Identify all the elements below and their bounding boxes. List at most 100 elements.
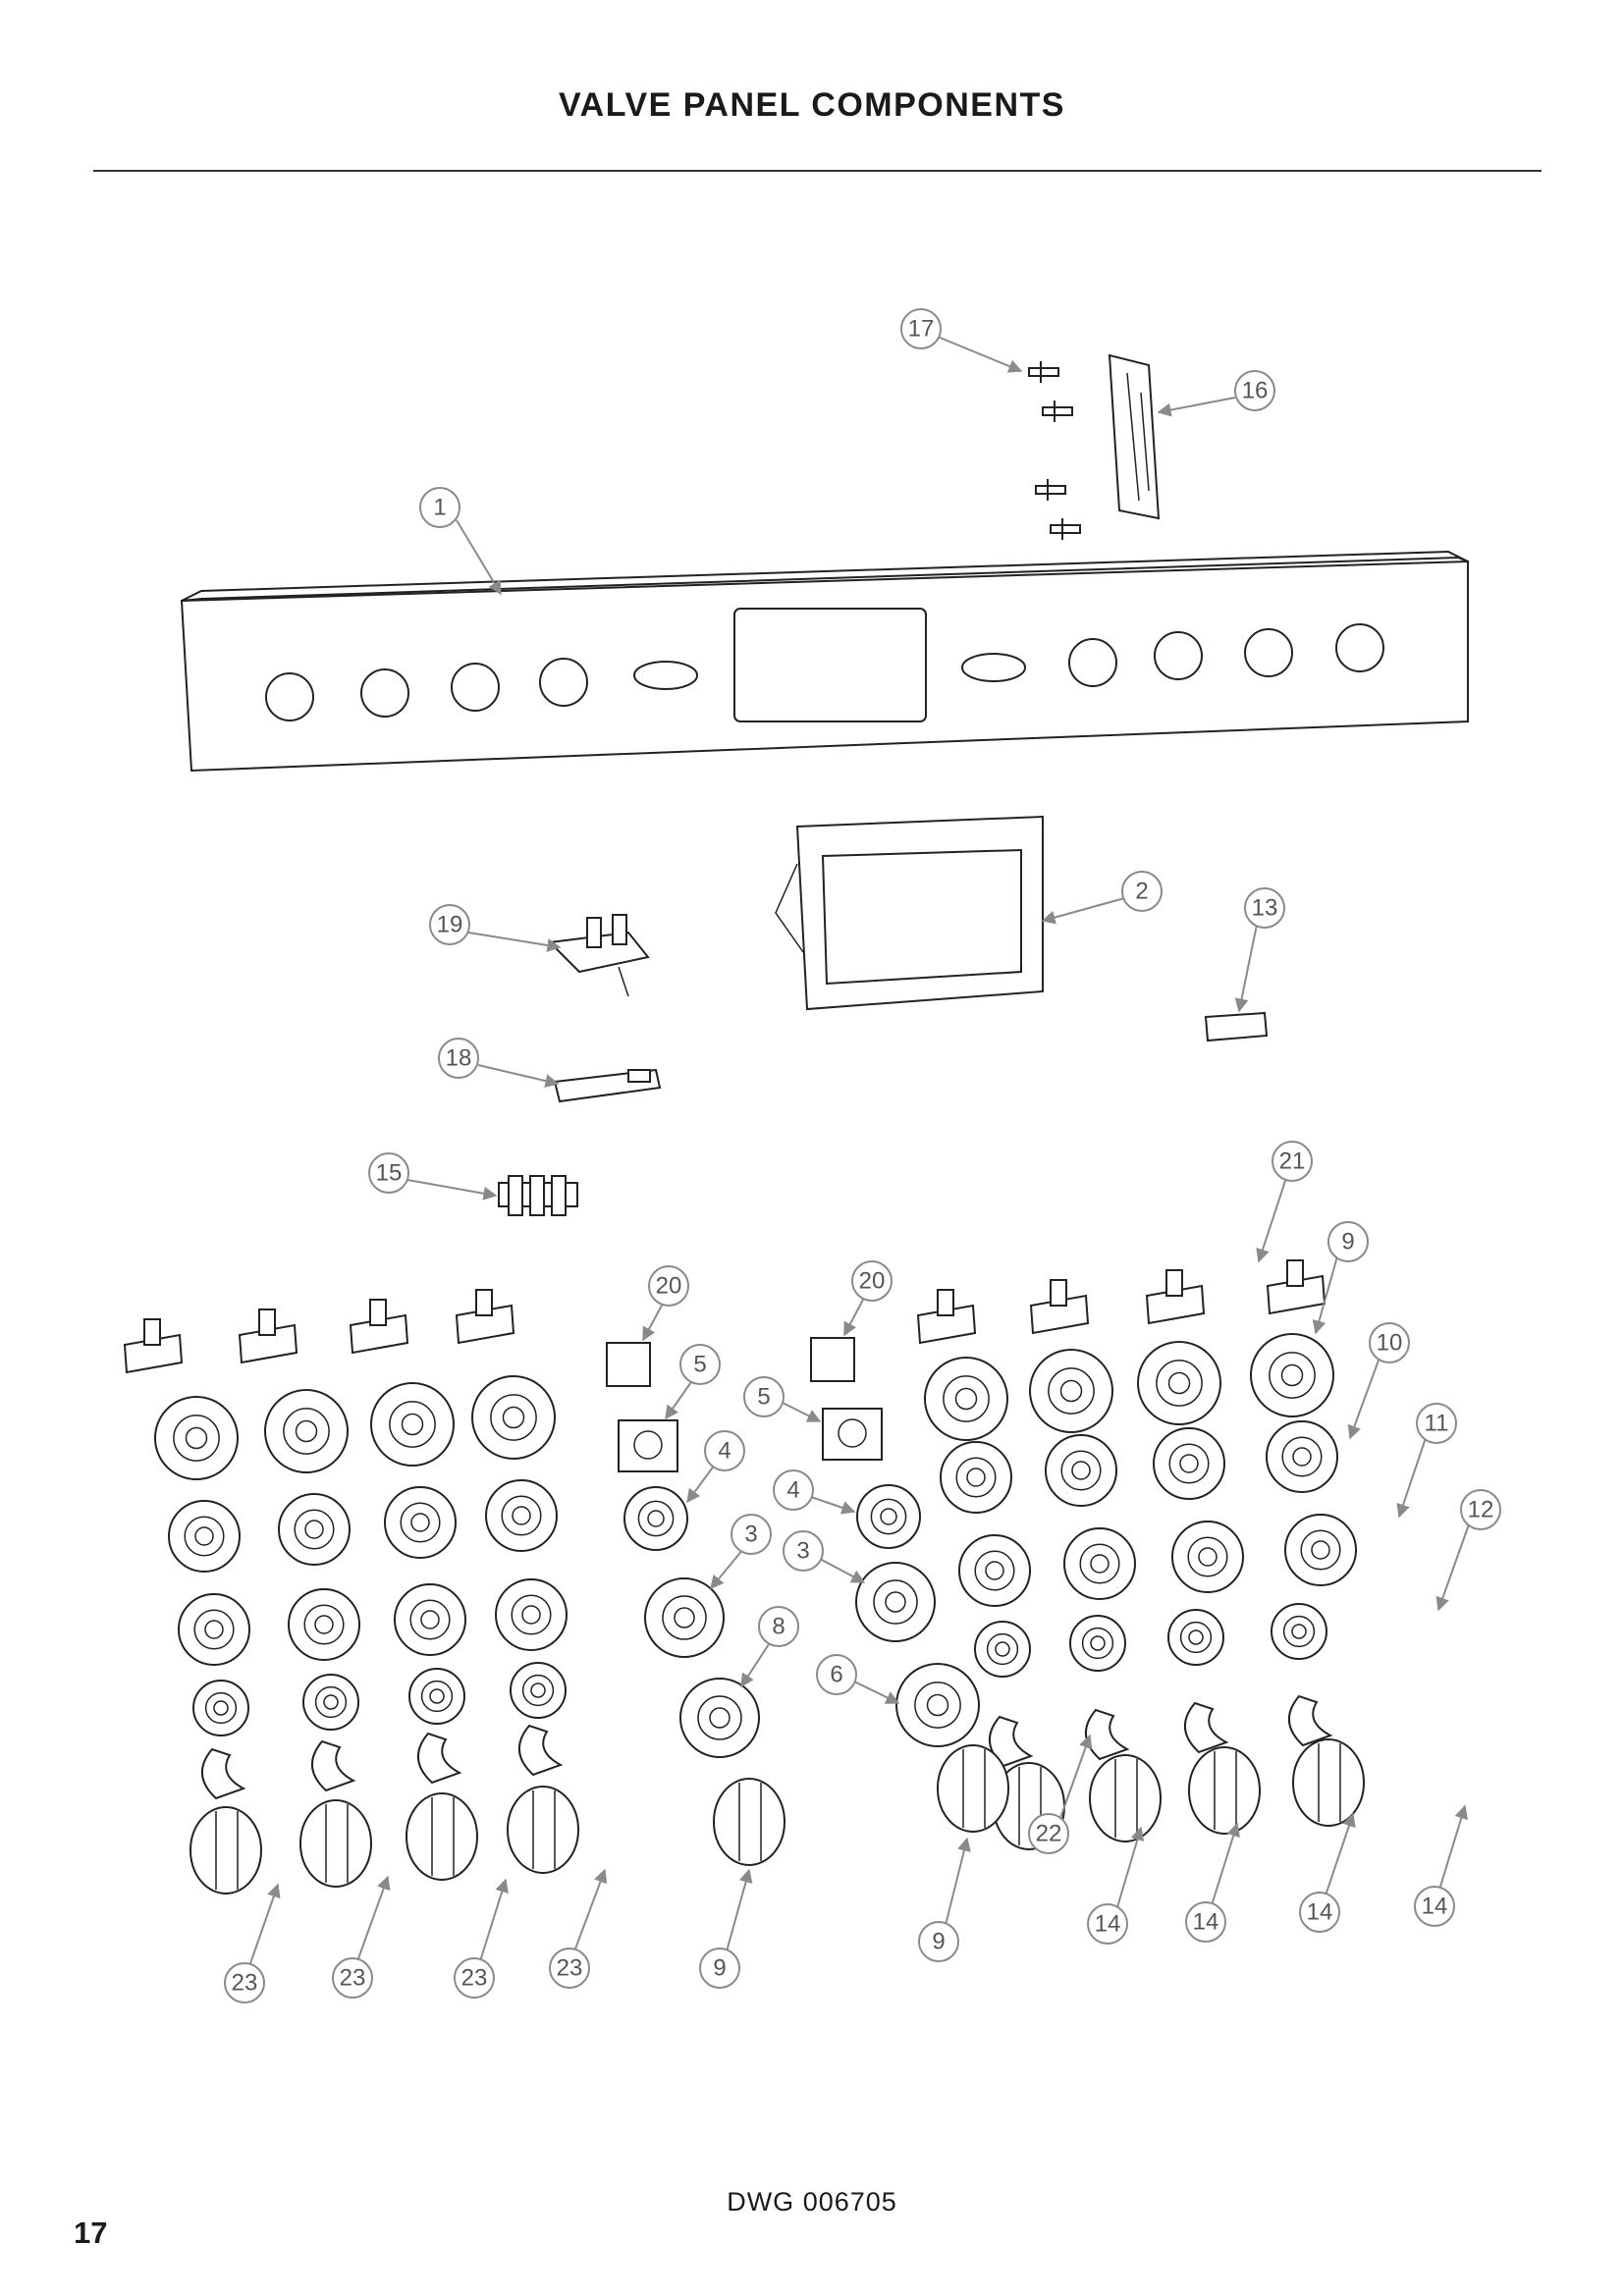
callout-label: 6 [830,1662,842,1688]
leader-arrow [665,1378,694,1420]
knob-base [974,1621,1031,1678]
knob-base [1167,1609,1224,1666]
leader-arrow [853,1681,900,1704]
valve-bracket [1029,1279,1090,1335]
trim-ring [1284,1514,1357,1586]
terminal-block [498,1175,578,1216]
control-knob [1188,1746,1261,1835]
knob-hole [1335,623,1384,672]
callout-label: 3 [796,1538,809,1565]
callout-label: 9 [1341,1229,1354,1255]
leader-arrow [477,1064,560,1088]
led-ring-board [940,1441,1012,1514]
knob-clip [1085,1708,1130,1761]
leader-arrow [1041,897,1125,925]
callout-label: 3 [744,1522,757,1548]
page-number: 17 [74,2216,108,2250]
knob-base [302,1674,359,1731]
callout-4: 4 [704,1430,745,1471]
callout-label: 9 [932,1929,945,1955]
callout-label: 18 [446,1045,472,1072]
bezel [370,1382,455,1467]
callout-label: 23 [340,1965,366,1992]
collar [856,1484,921,1549]
callout-label: 23 [461,1965,488,1992]
callout-label: 8 [772,1614,785,1640]
led-ring-board [1045,1434,1117,1507]
drawing-number: DWG 006705 [727,2187,897,2216]
callout-label: 14 [1422,1894,1448,1920]
control-knob [507,1786,579,1874]
leader-arrow [843,1297,865,1337]
trim-ring [1063,1527,1136,1600]
leader-arrow [642,1303,664,1342]
trim-ring [394,1583,466,1656]
callout-label: 12 [1468,1497,1494,1523]
callout-label: 11 [1425,1411,1449,1437]
leader-arrow [1325,1812,1356,1896]
knob-base [510,1662,567,1719]
terminal-bracket [553,1068,662,1103]
leader-arrow [1312,1255,1338,1335]
led-ring-board [384,1486,457,1559]
switch-bracket [1204,1011,1269,1042]
led-ring-board [168,1500,241,1573]
switch-knob-base [679,1678,760,1758]
trim-ring [958,1534,1031,1607]
switch-knob-base [895,1663,980,1747]
knob-hole [451,663,500,712]
callout-12: 12 [1460,1489,1501,1530]
leader-arrow [810,1496,856,1515]
callout-label: 5 [757,1384,770,1411]
knob-base [408,1668,465,1725]
leader-arrow [1438,1804,1469,1891]
callout-label: 13 [1252,895,1278,922]
callout-13: 13 [1244,887,1285,929]
control-knob [406,1792,478,1881]
callout-label: 20 [656,1273,682,1300]
leader-arrow [780,1401,822,1422]
callout-label: 20 [859,1268,886,1295]
control-knob [1292,1738,1365,1827]
knob-clip [417,1732,462,1785]
callout-label: 14 [1307,1899,1333,1926]
callout-3: 3 [731,1514,772,1555]
switch-mount [618,1419,678,1472]
leader-arrow [456,519,502,596]
callout-18: 18 [438,1038,479,1079]
callout-label: 19 [437,912,463,938]
leader-arrow [1157,397,1236,417]
page-title: VALVE PANEL COMPONENTS [559,86,1065,124]
knob-base [1271,1603,1327,1660]
leader-arrow [356,1875,391,1962]
title-divider [93,170,1542,172]
callout-19: 19 [429,904,470,945]
bezel [1137,1341,1221,1425]
knob-clip [518,1724,564,1777]
leader-arrow [1435,1523,1470,1612]
knob-clip [311,1739,356,1792]
knob-clip [201,1747,246,1800]
callout-3: 3 [783,1530,824,1572]
callout-14: 14 [1185,1901,1226,1943]
leader-arrow [1059,1734,1093,1819]
callout-label: 10 [1377,1330,1403,1357]
switch-hole [633,661,698,690]
callout-label: 21 [1279,1148,1306,1175]
knob-clip [1184,1701,1229,1754]
callout-label: 16 [1242,378,1269,404]
knob-hole [1244,628,1293,677]
knob-hole [1154,631,1203,680]
leader-arrow [740,1640,772,1688]
control-knob [1089,1754,1162,1842]
trim-ring [288,1588,360,1661]
callout-10: 10 [1369,1322,1410,1363]
valve-bracket [916,1289,977,1345]
knob-hole [265,672,314,721]
switch-bezel [855,1562,936,1642]
leader-arrow [248,1883,281,1967]
callout-label: 23 [557,1955,583,1982]
callout-label: 14 [1095,1911,1121,1938]
valve-bracket [238,1308,298,1364]
